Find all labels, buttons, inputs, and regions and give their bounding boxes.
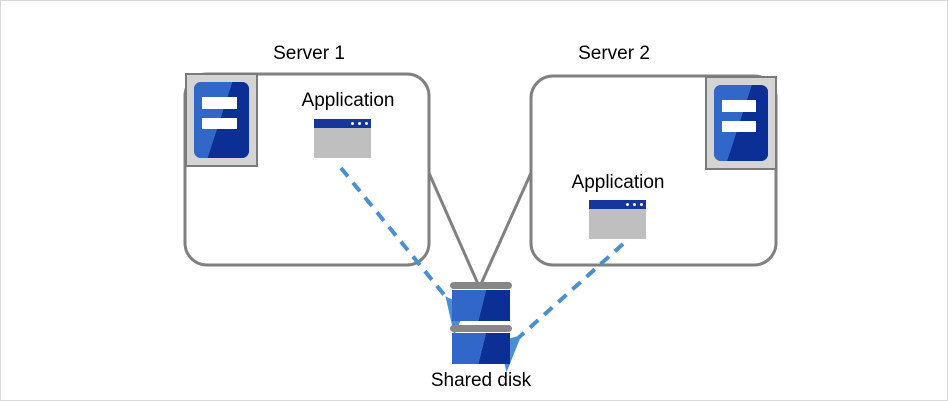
disk-platter-bar xyxy=(450,282,512,289)
window-dot-icon xyxy=(351,122,354,125)
window-dot-icon xyxy=(640,203,643,206)
server1-app-access-arrow xyxy=(339,166,482,336)
disk-platter xyxy=(452,290,510,321)
server2-server-appliance-icon xyxy=(705,76,777,170)
server-indicator-bar xyxy=(721,100,757,112)
disk-platter-shading xyxy=(452,290,510,321)
server1-server-appliance-icon xyxy=(185,73,258,167)
disk-platter-shading xyxy=(452,333,510,364)
server2-application-label: Application xyxy=(571,172,665,193)
disk-platter-bar xyxy=(450,325,512,332)
server2-app-access-arrow xyxy=(483,242,625,373)
server2-application-window-icon xyxy=(589,200,646,239)
window-dot-icon xyxy=(626,203,629,206)
server2-container xyxy=(529,74,778,267)
server-chassis xyxy=(194,82,249,158)
shared-disk-label: Shared disk xyxy=(430,370,532,391)
server-indicator-bar xyxy=(201,97,237,109)
server-chassis xyxy=(714,85,768,161)
server2-title: Server 2 xyxy=(578,43,650,64)
server2-to-disk-line xyxy=(479,172,533,285)
window-dot-icon xyxy=(365,122,368,125)
window-titlebar xyxy=(314,119,371,128)
shared-disk-icon xyxy=(450,282,512,365)
server1-title: Server 1 xyxy=(273,43,345,64)
server1-to-disk-line xyxy=(427,172,480,285)
window-dot-icon xyxy=(358,122,361,125)
server1-application-label: Application xyxy=(301,90,395,111)
window-titlebar xyxy=(589,200,646,209)
disk-platter xyxy=(452,333,510,364)
server-indicator-bar xyxy=(721,120,757,133)
server1-container xyxy=(183,72,431,267)
server1-application-window-icon xyxy=(314,119,371,158)
window-dot-icon xyxy=(633,203,636,206)
server-indicator-bar xyxy=(201,117,237,130)
